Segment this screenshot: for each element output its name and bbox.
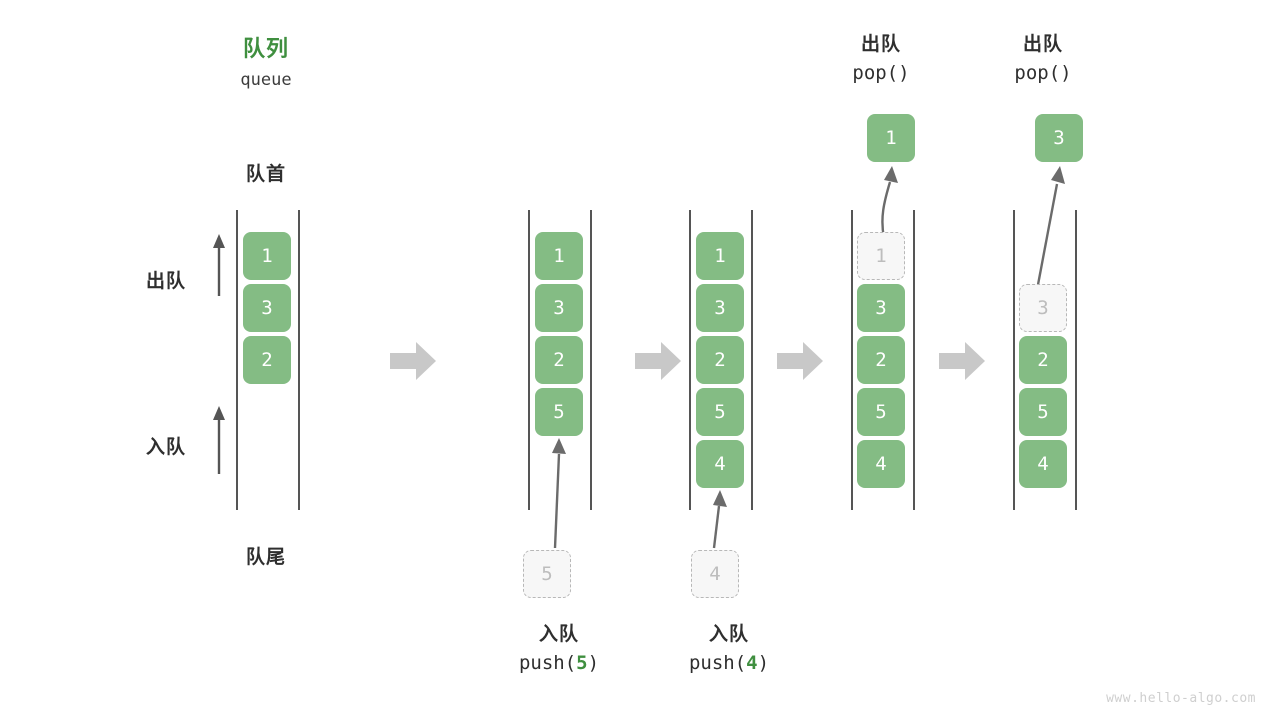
queue-cell: 2 <box>243 336 291 384</box>
caption-fn: push( <box>518 652 577 675</box>
caption-arg: 4 <box>746 652 758 675</box>
caption-fn: push( <box>688 652 747 675</box>
caption-code: push(4) <box>629 649 829 678</box>
caption-cn: 入队 <box>708 623 749 645</box>
column-caption-push-5: 入队 push(5) <box>459 620 659 679</box>
queue-cell: 4 <box>857 440 905 488</box>
push-direction-arrow-icon <box>213 406 225 474</box>
caption-code: push(5) <box>459 649 659 678</box>
caption-code: pop() <box>1014 62 1072 85</box>
caption-arg: 5 <box>576 652 588 675</box>
queue-tail-label: 队尾 <box>245 546 286 568</box>
queue-cell: 1 <box>243 232 291 280</box>
queue-head-label: 队首 <box>245 163 286 185</box>
queue-cell: 5 <box>857 388 905 436</box>
caption-fn-close: ) <box>587 652 600 675</box>
lane-rail-left <box>851 210 853 510</box>
caption-code: pop() <box>852 62 910 85</box>
popped-cell: 3 <box>1035 114 1083 162</box>
step-arrow-icon <box>939 342 985 380</box>
lane-rail-right <box>590 210 592 510</box>
pop-direction-arrow-icon <box>213 234 225 296</box>
caption-cn: 出队 <box>1022 33 1063 55</box>
queue-cell: 2 <box>535 336 583 384</box>
incoming-ghost-cell: 4 <box>691 550 739 598</box>
queue-cell: 5 <box>696 388 744 436</box>
step-arrow-icon <box>635 342 681 380</box>
removed-ghost-cell: 3 <box>1019 284 1067 332</box>
step-arrow-icon <box>390 342 436 380</box>
push-motion-arrow-icon <box>712 490 727 549</box>
side-label-push: 入队 <box>146 436 187 458</box>
lane-rail-left <box>689 210 691 510</box>
page-subtitle: queue <box>240 70 292 90</box>
caption-cn: 出队 <box>860 33 901 55</box>
caption-cn: 入队 <box>538 623 579 645</box>
removed-ghost-cell: 1 <box>857 232 905 280</box>
queue-cell: 4 <box>696 440 744 488</box>
pop-motion-arrow-icon <box>1035 166 1065 291</box>
watermark: www.hello-algo.com <box>1106 691 1256 706</box>
lane-rail-left <box>528 210 530 510</box>
lane-rail-right <box>1075 210 1077 510</box>
pop-motion-arrow-icon <box>881 166 898 239</box>
step-arrow-icon <box>777 342 823 380</box>
lane-rail-left <box>236 210 238 510</box>
column-caption-pop-1: 出队 pop() <box>781 30 981 89</box>
queue-cell: 3 <box>243 284 291 332</box>
page-title: 队列 <box>242 37 289 62</box>
caption-fn-close: ) <box>757 652 770 675</box>
side-label-pop: 出队 <box>146 270 187 292</box>
column-caption-pop-3: 出队 pop() <box>943 30 1143 89</box>
lane-rail-right <box>751 210 753 510</box>
queue-cell: 3 <box>857 284 905 332</box>
queue-cell: 2 <box>696 336 744 384</box>
column-caption-push-4: 入队 push(4) <box>629 620 829 679</box>
push-motion-arrow-icon <box>552 438 566 549</box>
queue-cell: 5 <box>1019 388 1067 436</box>
queue-cell: 2 <box>1019 336 1067 384</box>
lane-rail-right <box>298 210 300 510</box>
lane-rail-right <box>913 210 915 510</box>
queue-cell: 3 <box>535 284 583 332</box>
queue-cell: 1 <box>696 232 744 280</box>
queue-cell: 1 <box>535 232 583 280</box>
queue-cell: 5 <box>535 388 583 436</box>
incoming-ghost-cell: 5 <box>523 550 571 598</box>
queue-cell: 2 <box>857 336 905 384</box>
popped-cell: 1 <box>867 114 915 162</box>
queue-cell: 3 <box>696 284 744 332</box>
lane-rail-left <box>1013 210 1015 510</box>
queue-cell: 4 <box>1019 440 1067 488</box>
